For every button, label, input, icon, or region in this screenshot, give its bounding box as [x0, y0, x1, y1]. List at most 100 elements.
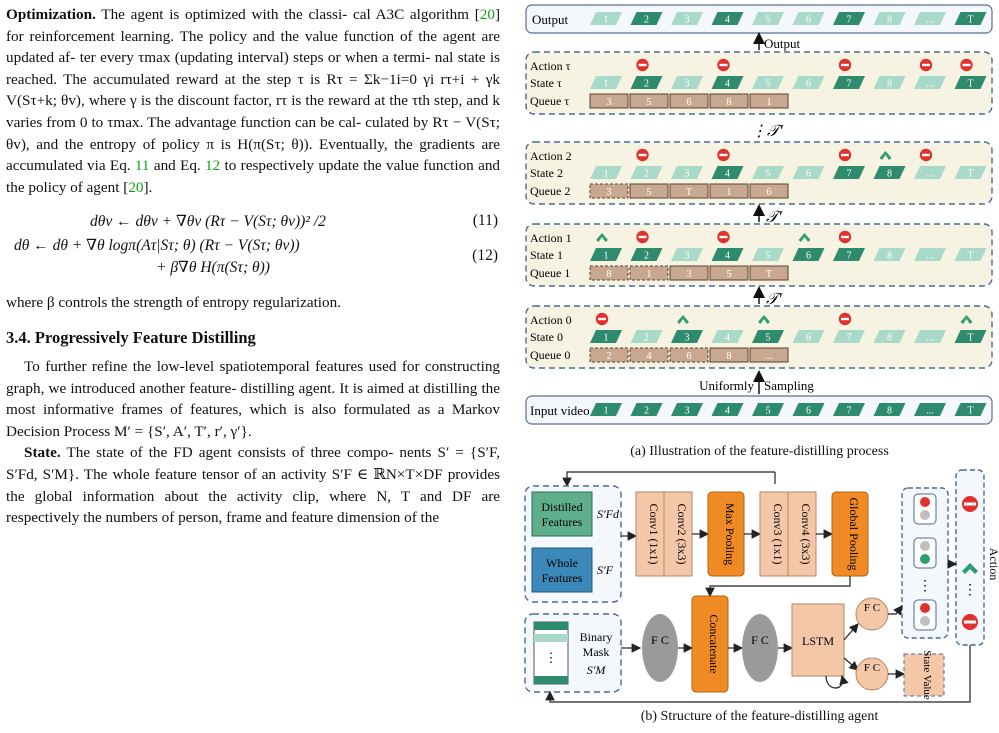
svg-text:4: 4	[725, 169, 730, 180]
video-frame: 1	[590, 166, 622, 180]
video-frame: 4	[711, 403, 744, 417]
equation-link[interactable]: 11	[134, 157, 150, 175]
svg-text:6: 6	[806, 79, 811, 90]
optimization-heading: Optimization.	[6, 6, 96, 23]
text-line: frames of features, which is also formul…	[121, 401, 500, 419]
lstm-recurrent-arrow	[825, 674, 849, 689]
whole-features-block	[531, 547, 593, 593]
svg-text:1: 1	[604, 333, 609, 344]
text-line: nents S′ = {S′F, S′Fd, S′M}. The whole f…	[6, 444, 501, 483]
video-frame: 7	[833, 248, 865, 262]
traffic-light-icon	[913, 493, 937, 525]
binary-label: Binary	[580, 630, 613, 644]
text-line: ter every τmax (updating interval) steps…	[79, 49, 431, 67]
queue-cell: 1	[749, 93, 789, 109]
svg-text:4: 4	[725, 406, 730, 417]
text-line: The state of the FD agent consists of th…	[66, 444, 394, 462]
svg-text:3: 3	[685, 79, 690, 90]
svg-text:3: 3	[685, 406, 690, 417]
svg-text:5: 5	[646, 187, 651, 198]
state-value-label: State Value	[921, 650, 933, 700]
svg-text:6: 6	[806, 169, 811, 180]
svg-text:5: 5	[766, 79, 771, 90]
svg-text:3: 3	[685, 15, 690, 26]
svg-text:T: T	[967, 251, 973, 262]
fc-layer-2	[742, 614, 778, 682]
text-line: and Eq.	[149, 157, 206, 175]
video-frame: 1	[590, 248, 622, 262]
queue-cell: T	[669, 183, 709, 199]
svg-text:6: 6	[686, 97, 691, 108]
mask-dots: ⋮	[545, 650, 558, 665]
sampling-label-b: Sampling	[764, 378, 814, 393]
svg-text:...: ...	[926, 169, 934, 180]
svg-text:T: T	[967, 406, 973, 417]
svg-text:1: 1	[646, 269, 651, 280]
figure-a-caption: (a) Illustration of the feature-distilli…	[630, 444, 889, 459]
video-frame: 6	[792, 12, 825, 26]
text-line: cal A3C algorithm [	[352, 6, 480, 23]
video-frame: 4	[711, 330, 744, 344]
video-frame: 7	[833, 12, 865, 26]
svg-text:3: 3	[686, 269, 691, 280]
block-label: Action τ	[530, 59, 571, 73]
text-line: τ is Rτ = Σk−1i=0 γi rτ+i + γk V(Sτ+k; θ…	[6, 70, 501, 110]
feature-distilling-agent-figure: Distilled Features S′Fd Whole Features S…	[524, 469, 999, 703]
text-line: the numbers of person, frame and feature…	[83, 509, 440, 527]
video-frame: 8	[873, 76, 906, 90]
skip-action-icon	[960, 58, 973, 72]
video-frame: 6	[792, 403, 825, 417]
video-frame: 2	[630, 166, 663, 180]
state-heading: State.	[24, 444, 61, 462]
skip-action-icon	[595, 312, 609, 326]
keep-action-icon	[758, 315, 770, 324]
action-stop-icon	[962, 614, 978, 630]
citation-link[interactable]: 20	[479, 6, 495, 23]
transition-label-tau: ⋮𝒯′	[751, 123, 784, 140]
video-frame: 5	[752, 403, 784, 417]
video-frame: 2	[630, 330, 663, 344]
svg-text:...: ...	[765, 351, 773, 362]
conv4-block	[787, 491, 817, 577]
svg-text:8: 8	[887, 79, 892, 90]
svg-text:2: 2	[644, 169, 649, 180]
svg-text:8: 8	[726, 351, 731, 362]
conv2-block	[663, 491, 693, 577]
video-frame: ...	[914, 330, 946, 344]
video-frame: 7	[833, 403, 865, 417]
video-frame: 4	[711, 76, 744, 90]
video-frame: T	[954, 166, 987, 180]
svg-text:3: 3	[606, 187, 611, 198]
action-icons-0	[595, 312, 973, 326]
queue-cell: 1	[629, 265, 669, 281]
video-frame: 1	[590, 12, 622, 26]
text-line: to respectively update the value functio…	[220, 157, 474, 175]
svg-text:8: 8	[887, 169, 892, 180]
svg-text:6: 6	[806, 333, 811, 344]
action-group	[955, 469, 985, 646]
equation-link[interactable]: 12	[205, 157, 221, 175]
video-frame: 4	[711, 166, 744, 180]
left-text-column: Optimization. The agent is optimized wit…	[6, 4, 500, 529]
max-pool-label: Max Pooling	[723, 503, 737, 565]
keep-action-icon	[879, 151, 892, 160]
queue-cell: 2	[589, 347, 629, 363]
transition-label-1: 𝒯′	[766, 291, 783, 308]
svg-text:4: 4	[725, 79, 730, 90]
svg-text:5: 5	[766, 251, 771, 262]
block-label: Action 2	[530, 149, 572, 163]
fc-layer-1	[642, 614, 678, 682]
svg-text:1: 1	[604, 169, 609, 180]
conv4-label: Conv4 (3x3)	[799, 504, 813, 565]
concatenate-block	[691, 595, 729, 693]
video-frame: 2	[630, 76, 663, 90]
text-line: culated by Rτ − V(Sτ; θv), and the entro…	[6, 113, 500, 153]
svg-text:4: 4	[725, 15, 730, 26]
svg-text:8: 8	[887, 251, 892, 262]
video-frame: 1	[590, 330, 622, 344]
skip-action-icon	[636, 58, 649, 72]
queue-cell: 3	[589, 183, 629, 199]
citation-link[interactable]: 20	[128, 178, 144, 196]
svg-text:2: 2	[644, 79, 649, 90]
